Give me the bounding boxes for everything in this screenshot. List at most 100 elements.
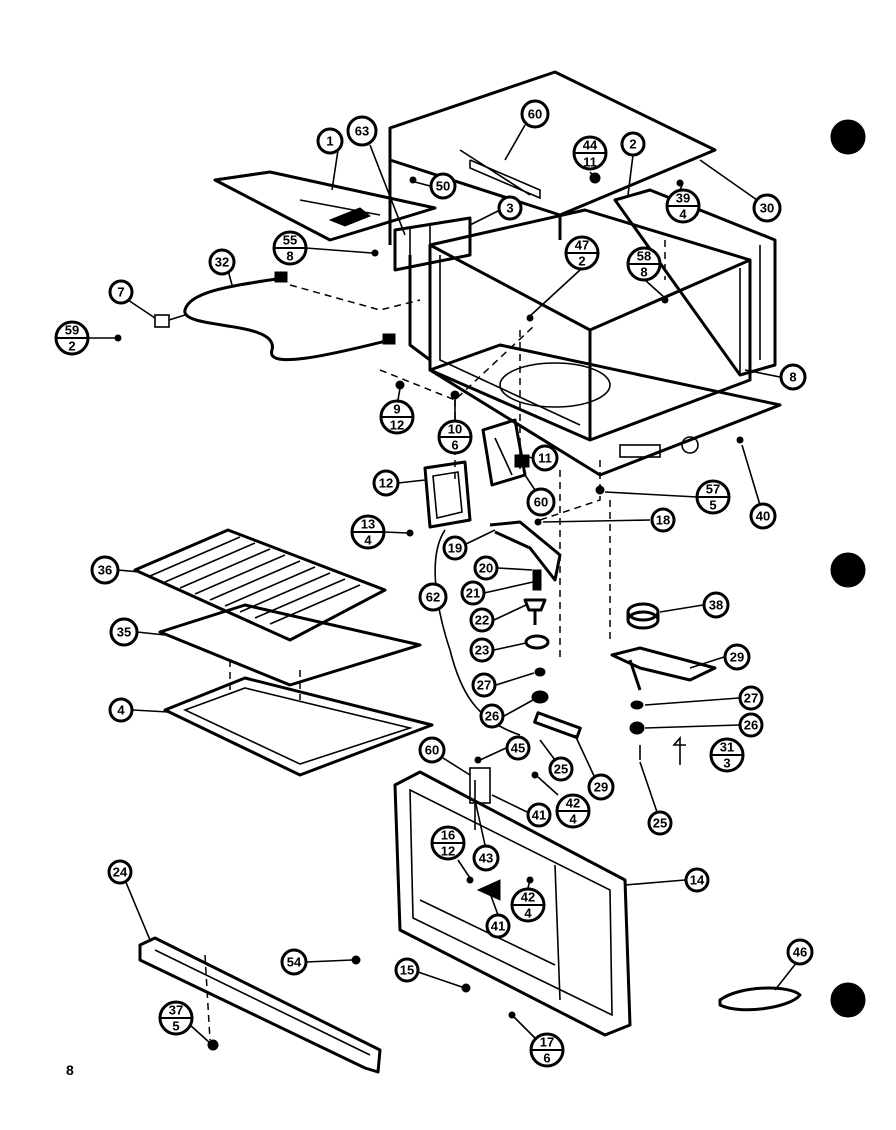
callout-42-4-a: 424 xyxy=(537,776,591,829)
svg-text:12: 12 xyxy=(379,476,393,491)
callout-59-2: 592 xyxy=(54,320,115,356)
punch-hole xyxy=(830,119,866,155)
callout-10-6: 106 xyxy=(437,398,473,455)
power-cord xyxy=(154,271,396,362)
window-gasket xyxy=(423,460,472,529)
light-assembly xyxy=(481,418,530,487)
callout-8: 8 xyxy=(744,363,807,391)
callout-12: 12 xyxy=(372,469,426,497)
svg-text:14: 14 xyxy=(690,873,705,888)
svg-text:3: 3 xyxy=(723,756,730,771)
callout-27: 27 xyxy=(471,672,535,698)
svg-text:26: 26 xyxy=(744,718,758,733)
svg-text:5: 5 xyxy=(172,1019,179,1034)
tray-sheet xyxy=(158,603,422,687)
svg-text:36: 36 xyxy=(98,563,112,578)
svg-text:12: 12 xyxy=(390,418,404,433)
svg-text:11: 11 xyxy=(538,451,552,466)
svg-text:3: 3 xyxy=(506,201,513,216)
svg-text:45: 45 xyxy=(511,741,525,756)
door-panel xyxy=(393,767,632,1037)
callout-7: 7 xyxy=(108,279,156,319)
side-panel xyxy=(613,188,777,377)
plug xyxy=(154,314,170,328)
svg-text:2: 2 xyxy=(578,254,585,269)
callout-15: 15 xyxy=(394,957,463,988)
svg-text:19: 19 xyxy=(448,541,462,556)
svg-text:25: 25 xyxy=(554,762,568,777)
callout-26-b: 26 xyxy=(644,712,764,738)
svg-text:42: 42 xyxy=(566,796,580,811)
svg-text:37: 37 xyxy=(169,1003,183,1018)
svg-text:47: 47 xyxy=(575,238,589,253)
svg-text:39: 39 xyxy=(676,191,690,206)
svg-text:11: 11 xyxy=(583,155,597,170)
callout-23: 23 xyxy=(469,637,527,663)
callout-45: 45 xyxy=(479,735,531,761)
callout-32: 32 xyxy=(208,248,236,286)
callout-46: 46 xyxy=(774,938,814,991)
callout-41-b: 41 xyxy=(485,892,511,939)
callout-37-5: 375 xyxy=(158,1000,211,1044)
svg-text:55: 55 xyxy=(283,233,297,248)
callout-35: 35 xyxy=(109,617,166,647)
svg-text:17: 17 xyxy=(540,1035,554,1050)
svg-text:43: 43 xyxy=(479,851,493,866)
svg-text:38: 38 xyxy=(709,598,723,613)
svg-text:44: 44 xyxy=(583,138,598,153)
callout-29-b: 29 xyxy=(574,734,615,801)
callout-58-8: 588 xyxy=(626,246,666,299)
svg-text:12: 12 xyxy=(441,844,455,859)
callout-25: 25 xyxy=(539,739,574,782)
latch-lever xyxy=(489,520,562,582)
callout-31-3: 313 xyxy=(709,737,745,773)
callout-26: 26 xyxy=(479,699,534,729)
callout-29: 29 xyxy=(689,643,751,671)
svg-text:23: 23 xyxy=(475,643,489,658)
punch-hole xyxy=(830,982,866,1018)
svg-text:59: 59 xyxy=(65,323,79,338)
svg-text:41: 41 xyxy=(532,808,546,823)
callout-4: 4 xyxy=(108,697,169,723)
svg-text:4: 4 xyxy=(117,703,125,718)
kick-plate xyxy=(138,936,382,1074)
callout-36: 36 xyxy=(90,555,141,585)
svg-text:57: 57 xyxy=(706,482,720,497)
svg-text:7: 7 xyxy=(117,285,124,300)
svg-text:35: 35 xyxy=(117,625,131,640)
svg-text:60: 60 xyxy=(425,743,439,758)
callout-1: 1 xyxy=(316,127,344,191)
callout-18: 18 xyxy=(542,507,676,533)
callout-21: 21 xyxy=(460,580,534,606)
svg-text:6: 6 xyxy=(543,1051,550,1066)
svg-text:27: 27 xyxy=(744,691,758,706)
svg-text:8: 8 xyxy=(789,370,796,385)
callout-55-8: 558 xyxy=(272,230,373,266)
callout-14: 14 xyxy=(624,867,710,893)
svg-text:60: 60 xyxy=(528,107,542,122)
callout-20: 20 xyxy=(473,555,533,581)
svg-text:26: 26 xyxy=(485,709,499,724)
svg-text:29: 29 xyxy=(730,650,744,665)
svg-text:32: 32 xyxy=(215,255,229,270)
svg-text:4: 4 xyxy=(569,812,577,827)
callout-47-2: 472 xyxy=(529,235,600,317)
top-cover xyxy=(213,170,437,242)
svg-text:2: 2 xyxy=(68,339,75,354)
callout-22: 22 xyxy=(469,604,527,633)
callout-2: 2 xyxy=(620,131,646,196)
svg-text:31: 31 xyxy=(720,740,734,755)
svg-text:4: 4 xyxy=(364,533,372,548)
callout-57-5: 575 xyxy=(604,479,731,515)
svg-text:20: 20 xyxy=(479,561,493,576)
svg-text:58: 58 xyxy=(637,249,651,264)
svg-text:13: 13 xyxy=(361,517,375,532)
callout-25-b: 25 xyxy=(639,761,673,836)
callout-60-b: 60 xyxy=(524,474,556,517)
svg-text:22: 22 xyxy=(475,613,489,628)
callout-19: 19 xyxy=(442,529,496,561)
callout-11: 11 xyxy=(517,444,559,472)
callout-54: 54 xyxy=(280,948,353,976)
